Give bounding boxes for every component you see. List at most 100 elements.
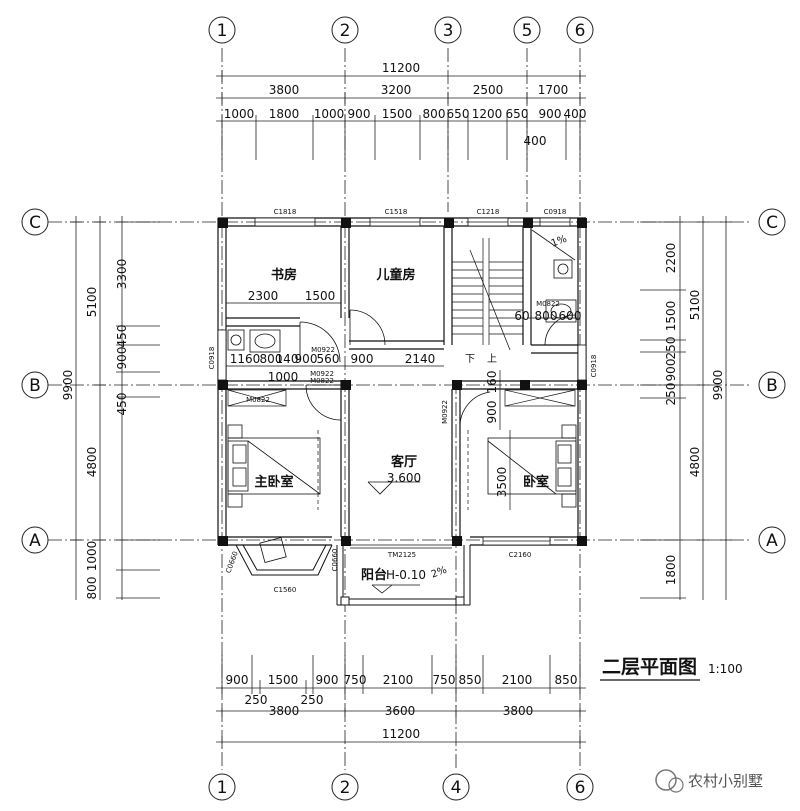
tag-c1218: C1218 <box>477 208 500 216</box>
tag-m0922-b: M0922 <box>441 400 449 424</box>
dim-label: 3200 <box>381 83 412 97</box>
dim-label: 250 <box>301 693 324 707</box>
dim-label: 2500 <box>473 83 504 97</box>
dim-label: 400 <box>524 134 547 148</box>
tag-c1818: C1818 <box>274 208 297 216</box>
dim-total: 11200 <box>382 61 420 75</box>
dim-inner: 600 <box>559 309 582 323</box>
axis-label: 4 <box>451 778 462 798</box>
axis-bubbles-bottom: 1 2 4 6 <box>208 773 594 801</box>
drawing-title: 二层平面图 <box>602 656 697 678</box>
dim-inner: 900 <box>295 352 318 366</box>
tag-c1560: C1560 <box>274 586 297 594</box>
interior-dim-labels: 2300 1500 1160 800 140 900 560 900 2140 … <box>230 289 582 497</box>
room-bedroom: 卧室 <box>523 474 549 490</box>
chair <box>259 537 287 563</box>
dim-label: 800 <box>85 577 99 600</box>
dim-label: 1000 <box>314 107 345 121</box>
columns <box>218 218 587 546</box>
room-study: 书房 <box>271 267 297 283</box>
dim-inner: 900 <box>351 352 374 366</box>
tag-c0918-left: C0918 <box>208 347 216 370</box>
dim-label: 1800 <box>269 107 300 121</box>
room-balcony: 阳台 <box>361 567 387 583</box>
dim-label: 2100 <box>502 673 533 687</box>
dim-inner: 2300 <box>248 289 279 303</box>
dim-inner: 1000 <box>268 370 299 384</box>
dim-label: 1800 <box>664 555 678 586</box>
dim-label: 850 <box>459 673 482 687</box>
dim-label: 4800 <box>688 447 702 478</box>
dim-label: 3800 <box>269 83 300 97</box>
dim-label: 850 <box>555 673 578 687</box>
doors <box>299 309 576 429</box>
room-labels: 书房 儿童房 主卧室 客厅 3.600 卧室 阳台 H-0.10 2% 1% 下… <box>254 234 568 583</box>
axis-label: C <box>29 213 41 233</box>
dashed-lines <box>317 430 469 510</box>
axis-label: 6 <box>575 21 586 41</box>
right-dimension-labels: 2200 1500 250 900 250 1800 5100 4800 990… <box>664 243 725 586</box>
stair-up-label: 上 <box>487 353 497 365</box>
dim-label: 900 <box>664 359 678 382</box>
balcony-elevation: H-0.10 <box>386 568 426 582</box>
dim-label: 5100 <box>688 290 702 321</box>
bay-window <box>235 544 333 576</box>
dim-inner: 800 <box>535 309 558 323</box>
tag-m0922-a: M0922 <box>311 346 335 354</box>
room-living-elevation: 3.600 <box>387 471 421 485</box>
axis-label: B <box>766 376 778 396</box>
dim-label: 3800 <box>269 704 300 718</box>
dim-label: 1500 <box>664 301 678 332</box>
dim-label: 4800 <box>85 447 99 478</box>
dim-label: 3600 <box>385 704 416 718</box>
wardrobes <box>227 389 576 407</box>
opening-tags: C1818 C1518 C1218 C0918 C0918 C0918 M082… <box>208 208 598 594</box>
dim-total: 9900 <box>711 370 725 401</box>
tag-m0822-b: M0822 <box>536 300 560 308</box>
watermark: 农村小别墅 <box>655 769 763 793</box>
dim-label: 1700 <box>538 83 569 97</box>
dim-inner: 60 <box>514 309 529 323</box>
tag-m0822-a: M0822 <box>246 396 270 404</box>
dim-inner: 1500 <box>305 289 336 303</box>
wechat-icon <box>655 769 677 791</box>
dim-label: 2100 <box>383 673 414 687</box>
dim-label: 900 <box>539 107 562 121</box>
dim-inner: 2140 <box>405 352 436 366</box>
tag-c0660-l: C0660 <box>224 550 239 574</box>
axis-label: 5 <box>522 21 533 41</box>
axis-label: 6 <box>575 778 586 798</box>
tag-c0918-top: C0918 <box>544 208 567 216</box>
axis-label: 1 <box>217 21 228 41</box>
bottom-dimension-labels: 900 1500 900 750 2100 750 850 2100 850 2… <box>226 673 578 741</box>
axis-label: C <box>766 213 778 233</box>
room-kids: 儿童房 <box>375 267 415 283</box>
windows <box>217 217 587 546</box>
dim-label: 450 <box>115 325 129 348</box>
bath-fixtures <box>227 229 577 353</box>
right-dimensions <box>640 216 732 600</box>
axis-label: 2 <box>340 778 351 798</box>
bed-bedroom <box>487 424 577 508</box>
dim-label: 450 <box>115 393 129 416</box>
axis-bubbles-right: C B A <box>758 208 786 554</box>
watermark-text: 农村小别墅 <box>688 772 763 790</box>
dim-inner: 560 <box>317 352 340 366</box>
top-dimension-labels: 11200 3800 3200 2500 1700 1000 1800 1000… <box>224 61 587 148</box>
dim-total: 11200 <box>382 727 420 741</box>
tag-c0660-r: C0660 <box>331 549 339 572</box>
dim-inner: 3500 <box>495 467 509 498</box>
bath-slope: 1% <box>550 234 569 250</box>
tag-c1518: C1518 <box>385 208 408 216</box>
dim-label: 650 <box>447 107 470 121</box>
tag-m0922-c: M0922 <box>310 370 334 378</box>
left-dimensions <box>70 216 160 600</box>
dim-label: 900 <box>226 673 249 687</box>
tag-c0918-right: C0918 <box>590 355 598 378</box>
axis-bubbles-top: 1 2 3 5 6 <box>208 16 594 44</box>
elevation-marker <box>367 481 420 594</box>
dim-label: 800 <box>423 107 446 121</box>
dim-total: 9900 <box>61 370 75 401</box>
dim-label: 2200 <box>664 243 678 274</box>
